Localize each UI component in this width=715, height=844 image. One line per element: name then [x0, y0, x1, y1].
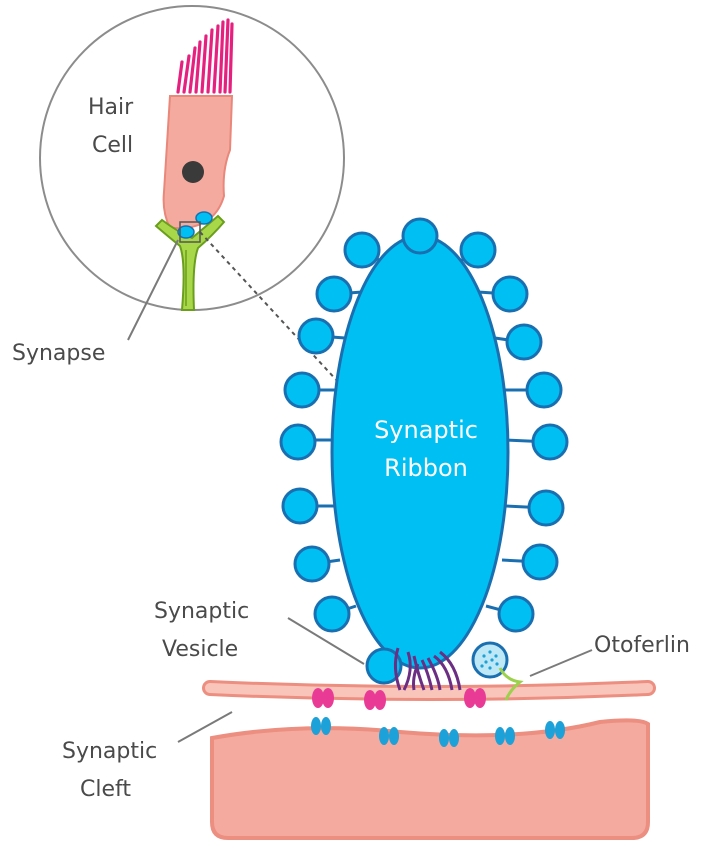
synapse-label: Synapse — [12, 341, 105, 366]
vesicle — [527, 373, 561, 407]
vesicle — [533, 425, 567, 459]
vesicle — [461, 233, 495, 267]
vesicle-label-line1: Synaptic — [154, 599, 249, 624]
hair-cell-inset — [40, 6, 344, 310]
vesicle — [295, 547, 329, 581]
otoferlin-label: Otoferlin — [594, 633, 690, 658]
cleft-label-line1: Synaptic — [62, 739, 157, 764]
vesicle — [523, 545, 557, 579]
ribbon-label-line2: Ribbon — [384, 454, 468, 482]
vesicle — [283, 489, 317, 523]
vesicle — [493, 277, 527, 311]
vesicle-label-line2: Vesicle — [162, 637, 238, 662]
synaptic-ribbon — [332, 236, 508, 668]
vesicle — [281, 425, 315, 459]
postsynaptic-cell — [212, 720, 648, 838]
ribbon-label-line1: Synaptic — [374, 416, 478, 444]
vesicle — [285, 373, 319, 407]
hair-cell-label-line2: Cell — [92, 133, 133, 158]
vesicle — [317, 277, 351, 311]
vesicle — [315, 597, 349, 631]
cleft-label-line2: Cleft — [80, 777, 131, 802]
vesicle — [403, 219, 437, 253]
vesicle — [529, 491, 563, 525]
vesicle — [345, 233, 379, 267]
vesicle — [299, 319, 333, 353]
vesicle — [507, 325, 541, 359]
hair-cell-nucleus — [182, 161, 204, 183]
hair-cell-label-line1: Hair — [88, 95, 134, 120]
vesicle — [499, 597, 533, 631]
